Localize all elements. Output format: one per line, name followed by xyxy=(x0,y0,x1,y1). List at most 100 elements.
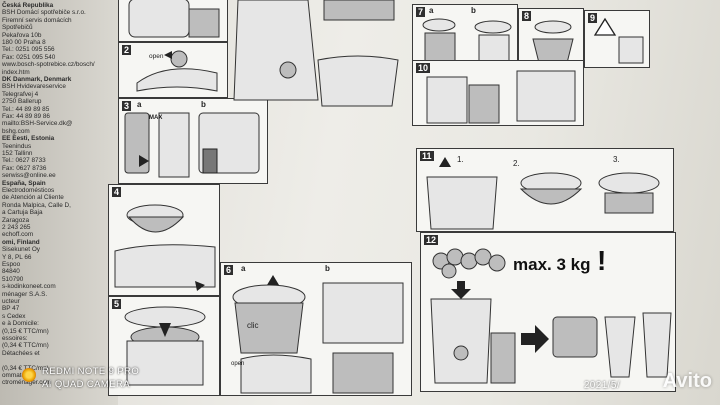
camera-logo-icon xyxy=(22,368,36,382)
panel-step-5: 5 xyxy=(108,296,220,396)
step-label: open xyxy=(231,361,245,367)
address-line: Česká Republika xyxy=(2,2,54,9)
max-mark: MAX xyxy=(149,115,163,121)
step-number: 5 xyxy=(112,299,122,309)
panel-step-8: 8 xyxy=(518,8,584,68)
step-sublabel: b xyxy=(471,6,476,15)
address-line: 180 00 Praha 8 xyxy=(2,39,46,46)
max-weight-label: max. 3 kg xyxy=(513,255,591,274)
step-label: 3. xyxy=(613,155,620,164)
address-line: Espoo xyxy=(2,261,21,268)
address-line: Tel.: 44 89 89 85 xyxy=(2,105,50,113)
step-number: 12 xyxy=(424,235,439,245)
address-line: s-kodinkoneet.com xyxy=(2,283,56,291)
address-line: serwiss@online.ee xyxy=(2,172,56,180)
panel-step-3: 3 a MAX b xyxy=(118,98,268,184)
panel-step-6: 6 a clic b open xyxy=(220,262,412,396)
step-number: 2 xyxy=(122,45,132,55)
panel-step-4: 4 xyxy=(108,184,220,296)
address-line: www.bosch-spotrebice.cz/bosch/ xyxy=(2,61,95,69)
address-line: Fax: 0251 095 540 xyxy=(2,53,56,61)
camera-subtitle: AI QUAD CAMERA xyxy=(42,379,130,390)
address-line: Ronda Malpica, Calle D, xyxy=(2,201,71,209)
address-line: 2750 Ballerup xyxy=(2,98,42,106)
step-9-illustration xyxy=(593,17,644,64)
juicer-overview-illustration xyxy=(228,0,408,110)
click-label: clic xyxy=(247,321,259,330)
panel-step-9: 9 xyxy=(584,10,650,68)
address-line: Telegrafvej 4 xyxy=(2,90,39,98)
address-line: 2 243 265 xyxy=(2,224,31,231)
address-line: DK Danmark, Denmark xyxy=(2,76,72,83)
address-line: Fax: 44 89 89 86 xyxy=(2,113,50,120)
step-sublabel: b xyxy=(325,264,330,273)
step-1-illustration xyxy=(128,0,220,38)
step-10-illustration xyxy=(426,70,576,124)
step-number: 4 xyxy=(112,187,122,197)
step-11-illustration xyxy=(426,157,660,230)
address-line: EE Eesti, Estonia xyxy=(2,135,55,143)
address-line: Firemní servis domácích xyxy=(2,16,72,24)
address-line: 152 Tallinn xyxy=(2,150,33,157)
address-line: Teenindus xyxy=(2,142,32,150)
step-sublabel: a xyxy=(137,100,142,109)
address-line: ctroménager.com xyxy=(2,379,52,387)
address-line: Tel.: 0627 8733 xyxy=(2,157,46,165)
warning-icon xyxy=(593,17,617,36)
panel-step-7: 7 a b xyxy=(412,4,518,68)
address-line: (0,34 € TTC/mn) xyxy=(2,342,49,350)
address-line: essoires: xyxy=(2,335,28,342)
address-line: echoff.com xyxy=(2,231,34,239)
address-line: BSH Hvidevareservice xyxy=(2,83,66,91)
step-number: 11 xyxy=(420,151,434,161)
address-line: s Cedex xyxy=(2,312,26,320)
address-line: Spotřebičů xyxy=(2,24,33,32)
address-line: Sisekunet Oy xyxy=(2,246,41,254)
step-sublabel: a xyxy=(241,264,246,273)
address-line: Détachées et xyxy=(2,349,40,357)
address-line: ucteur xyxy=(2,298,20,305)
step-6-illustration xyxy=(232,275,404,394)
address-line: Pekařova 10b xyxy=(2,31,42,39)
address-line: mailto:BSH-Service.dk@ xyxy=(2,120,73,128)
address-line: omi, Finland xyxy=(2,238,40,246)
address-line: a Cartuja Baja xyxy=(2,209,43,217)
avito-watermark: Avito xyxy=(662,370,712,392)
address-line: de Atención al Cliente xyxy=(2,194,64,202)
address-line: 84840 xyxy=(2,268,20,276)
address-line: Tel.: 0251 095 556 xyxy=(2,46,55,54)
step-5-illustration xyxy=(124,306,206,386)
step-number: 9 xyxy=(588,13,598,23)
address-line: index.htm xyxy=(2,68,30,76)
address-line: 510790 xyxy=(2,275,24,283)
address-line: ommateurs: xyxy=(2,372,36,379)
panel-step-12: 12 max. 3 kg ! xyxy=(420,232,676,392)
address-line: España, Spain xyxy=(2,179,46,187)
address-line: ménager S.A.S. xyxy=(2,290,48,298)
panel-step-11: 11 1. 2. 3. xyxy=(416,148,674,232)
fruit-pile-icon xyxy=(432,248,506,279)
date-stamp: 2021/5/ xyxy=(583,380,620,391)
step-4-illustration xyxy=(114,204,216,291)
exclamation-mark: ! xyxy=(597,245,607,276)
panel-step-10: 10 xyxy=(412,60,584,126)
address-line: Electrodomésticos xyxy=(2,187,55,194)
step-7-illustration xyxy=(422,18,512,64)
step-number: 7 xyxy=(416,7,426,17)
address-line: BP 47 xyxy=(2,305,20,313)
panel-step-2: 2 open xyxy=(118,42,228,98)
address-line: e à Domicile: xyxy=(2,320,39,328)
address-line: Zaragoza xyxy=(2,216,29,224)
step-number: 8 xyxy=(522,11,532,21)
step-label: 2. xyxy=(513,159,520,168)
address-line: BSH Domácí spotřebiče s.r.o. xyxy=(2,9,86,17)
step-number: 6 xyxy=(224,265,234,275)
panel-step-1 xyxy=(118,0,228,42)
step-number: 3 xyxy=(122,101,132,111)
address-line: (0,15 € TTC/mn) xyxy=(2,327,49,335)
address-line: bshg.com xyxy=(2,127,30,135)
step-2-illustration xyxy=(136,50,218,92)
step-12-illustration xyxy=(430,248,672,384)
